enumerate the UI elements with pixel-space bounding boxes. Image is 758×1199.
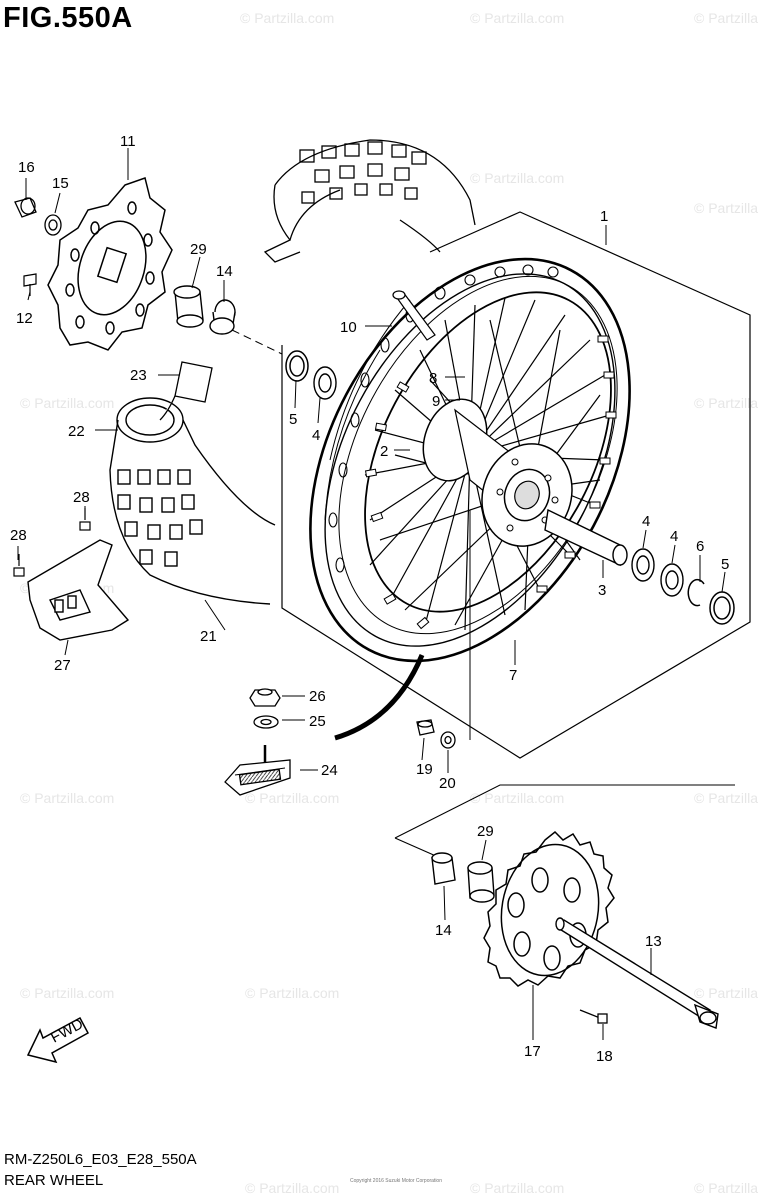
callout-1: 1: [600, 208, 608, 225]
circlip: [687, 578, 705, 607]
fwd-arrow-icon: FWD: [26, 1015, 90, 1064]
watermark: © Partzilla.com: [694, 10, 758, 26]
callout-3: 3: [598, 582, 606, 599]
watermark: © Partzilla.com: [20, 985, 115, 1001]
callout-29a: 29: [190, 241, 207, 258]
watermark: © Partzilla.com: [694, 395, 758, 411]
valve-washer-20: [440, 731, 456, 749]
callout-10: 10: [340, 319, 357, 336]
disc-guard: [27, 539, 130, 641]
callout-18: 18: [596, 1048, 613, 1065]
spoke-nipples: [364, 335, 617, 630]
axle: [555, 917, 719, 1029]
guard-bolt-28a: [13, 554, 25, 577]
callout-16: 16: [18, 159, 35, 176]
oil-seal-5a: [285, 350, 309, 382]
callout-8: 8: [429, 370, 437, 387]
bearing-4c: [660, 563, 684, 597]
watermark: © Partzilla.com: [694, 200, 758, 216]
wheel-collar: [544, 508, 628, 567]
watermark: © Partzilla.com: [694, 790, 758, 806]
sprocket-bolt: [579, 1009, 608, 1024]
callout-9: 9: [432, 393, 440, 410]
collar-14a: [209, 299, 236, 335]
figure-title: FIG.550A: [3, 2, 133, 34]
callout-12: 12: [16, 310, 33, 327]
watermark: © Partzilla.com: [20, 395, 115, 411]
sprocket: [483, 830, 615, 987]
callout-5a: 5: [289, 411, 297, 428]
brake-disc: [47, 177, 173, 351]
spacer-29a: [173, 285, 204, 328]
watermark: © Partzilla.com: [20, 790, 115, 806]
watermark: © Partzilla.com: [470, 10, 565, 26]
callout-21: 21: [200, 628, 217, 645]
callout-5b: 5: [721, 556, 729, 573]
callout-7: 7: [509, 667, 517, 684]
callout-13: 13: [645, 933, 662, 950]
assembly-frame: [281, 211, 751, 759]
callout-26: 26: [309, 688, 326, 705]
watermark: © Partzilla.com: [694, 1180, 758, 1196]
callout-14a: 14: [216, 263, 233, 280]
callout-29b: 29: [477, 823, 494, 840]
callout-14b: 14: [435, 922, 452, 939]
tire: [263, 139, 476, 263]
disc-bolt: [23, 273, 37, 296]
washer-25: [253, 715, 279, 729]
watermark: © Partzilla.com: [245, 985, 340, 1001]
callout-4b: 4: [642, 513, 650, 530]
callout-23: 23: [130, 367, 147, 384]
fine-print: Copyright 2016 Suzuki Motor Corporation: [350, 1178, 442, 1184]
watermark: © Partzilla.com: [240, 10, 335, 26]
rim: [309, 257, 631, 663]
watermark: © Partzilla.com: [470, 170, 565, 186]
bearing-4b: [631, 548, 655, 582]
axis-dash: [231, 329, 283, 355]
watermark: © Partzilla.com: [470, 1180, 565, 1196]
rim-spoke-holes: [328, 264, 559, 573]
oil-seal-5b: [709, 591, 735, 625]
callout-15: 15: [52, 175, 69, 192]
watermark: © Partzilla.com: [245, 1180, 340, 1196]
callout-20: 20: [439, 775, 456, 792]
collar-14b: [431, 852, 456, 885]
rim-lock-24: [224, 745, 291, 796]
callout-numbers: 1 2 3 4 4 4 5 5 6 7 8 9 10 11 12 13 14 1…: [10, 133, 729, 1065]
callout-25: 25: [309, 713, 326, 730]
callout-22: 22: [68, 423, 85, 440]
spacer-29b: [467, 861, 495, 903]
figure-caption: REAR WHEEL: [4, 1172, 104, 1189]
leader-lines: [17, 148, 726, 1040]
tire-left: [109, 397, 276, 605]
rim-lock: [392, 290, 436, 341]
callout-6: 6: [696, 538, 704, 555]
callout-2: 2: [380, 443, 388, 460]
watermark: © Partzilla.com: [245, 790, 340, 806]
callout-24: 24: [321, 762, 338, 779]
nut-26: [249, 688, 281, 707]
valve-nut-19: [416, 719, 435, 736]
figure-code: RM-Z250L6_E03_E28_550A: [4, 1151, 197, 1168]
callout-4a: 4: [312, 427, 320, 444]
rim-band: [159, 361, 213, 421]
callout-4c: 4: [670, 528, 678, 545]
callout-28a: 28: [10, 527, 27, 544]
watermark: © Partzilla.com: [694, 985, 758, 1001]
disc-bolt-washer: [14, 197, 62, 236]
bearing-4a: [313, 366, 337, 400]
callout-27: 27: [54, 657, 71, 674]
callout-11: 11: [120, 133, 136, 150]
rim-lock-arrow: [334, 654, 425, 741]
callout-28b: 28: [73, 489, 90, 506]
callout-17: 17: [524, 1043, 541, 1060]
sprocket-frame: [394, 784, 735, 839]
watermark: © Partzilla.com: [470, 790, 565, 806]
callout-19: 19: [416, 761, 433, 778]
